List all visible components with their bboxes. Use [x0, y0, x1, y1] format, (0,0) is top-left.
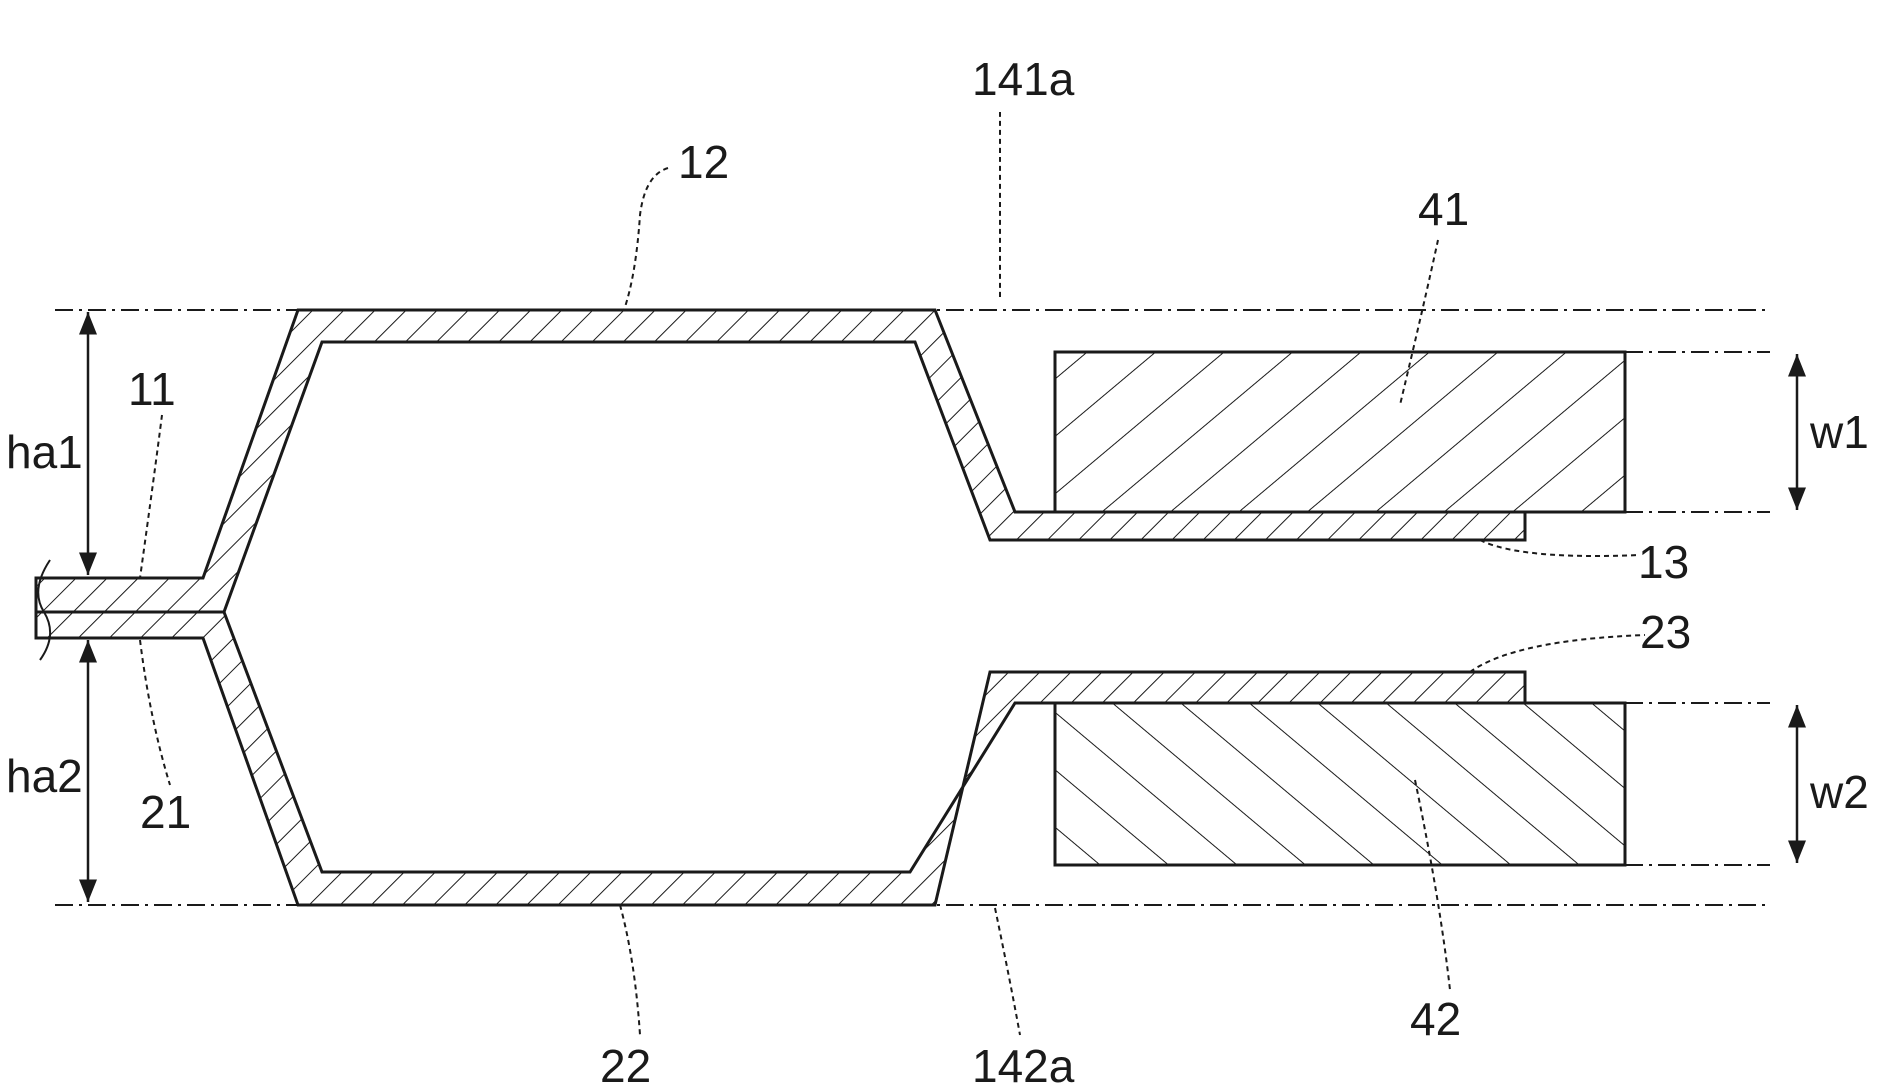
- label-w1: w1: [1809, 406, 1869, 458]
- leader-22: [620, 905, 640, 1035]
- label-12: 12: [678, 136, 729, 188]
- label-11: 11: [128, 363, 176, 415]
- leader-13: [1480, 540, 1640, 556]
- label-21: 21: [140, 786, 191, 838]
- label-22: 22: [600, 1040, 651, 1092]
- label-ha2: ha2: [6, 750, 83, 802]
- label-w2: w2: [1809, 766, 1869, 818]
- label-41: 41: [1418, 183, 1469, 235]
- label-141a: 141a: [972, 53, 1075, 105]
- label-ha1: ha1: [6, 426, 83, 478]
- leader-11: [140, 415, 162, 578]
- label-13: 13: [1638, 536, 1689, 588]
- label-142a: 142a: [972, 1040, 1075, 1092]
- leader-142a: [995, 908, 1020, 1035]
- label-42: 42: [1410, 993, 1461, 1045]
- leader-23: [1470, 635, 1645, 672]
- block-42: [1055, 703, 1625, 865]
- leader-21: [140, 640, 170, 785]
- leader-12: [624, 168, 668, 310]
- block-41: [1055, 352, 1625, 512]
- label-23: 23: [1640, 606, 1691, 658]
